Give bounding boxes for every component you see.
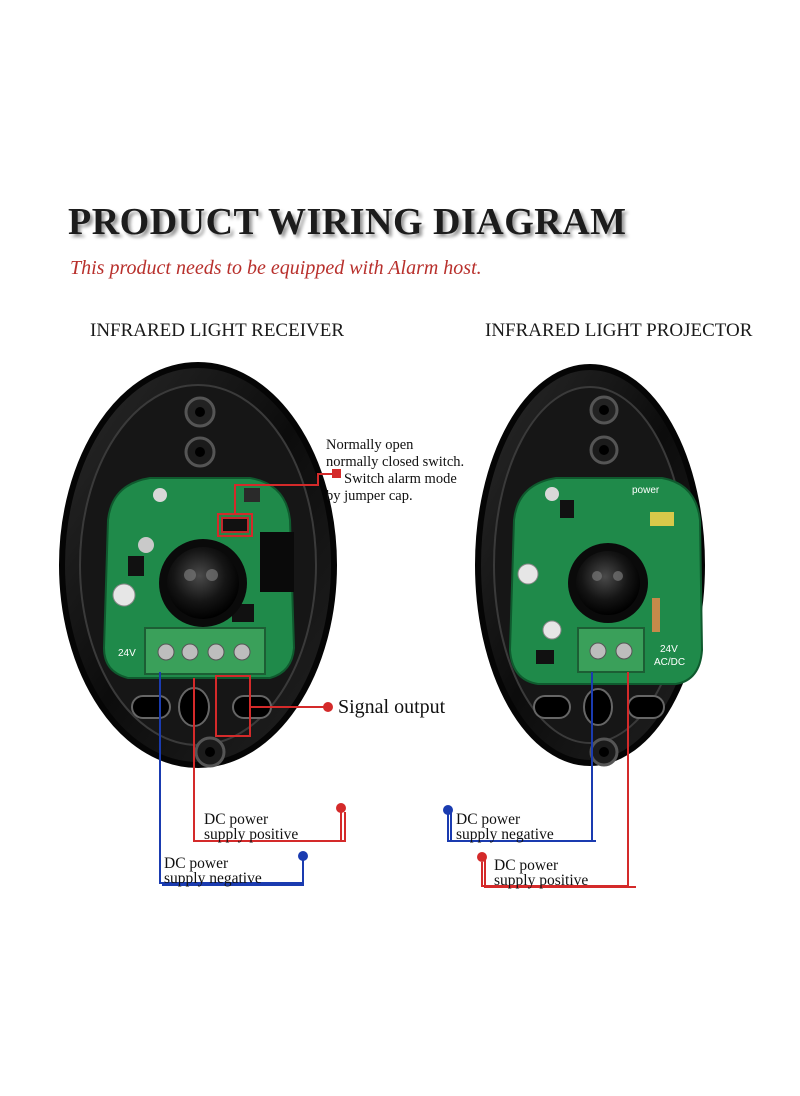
projector-positive-line-1: DC power [494, 857, 559, 874]
page-title: PRODUCT WIRING DIAGRAM [68, 201, 627, 243]
projector-negative-box: DC power supply negative [450, 812, 596, 842]
receiver-pcb: 24V [102, 477, 296, 679]
receiver-terminal-text: 24V [118, 648, 136, 659]
projector-negative-line-1: DC power [456, 811, 521, 828]
receiver-positive-line-1: DC power [204, 811, 269, 828]
projector-negative-line-2: supply negative [456, 826, 554, 843]
page-subtitle: This product needs to be equipped with A… [70, 257, 482, 279]
receiver-positive-box: DC power supply positive [198, 812, 346, 842]
receiver-negative-line-1: DC power [164, 855, 229, 872]
projector-positive-line-2: supply positive [494, 872, 589, 889]
projector-terminal-block [577, 627, 645, 673]
receiver-label: INFRARED LIGHT RECEIVER [90, 320, 345, 341]
projector-pcb: power 24V AC/DC [508, 477, 704, 685]
receiver-signal-wire [215, 675, 333, 737]
jumper-note-line-2: normally closed switch. [326, 454, 465, 470]
projector-label: INFRARED LIGHT PROJECTOR [485, 320, 753, 341]
projector-power-text: power [632, 485, 660, 496]
receiver-negative-box: DC power supply negative [162, 856, 304, 886]
projector-acdc-text: AC/DC [654, 657, 685, 668]
projector-terminal-text: 24V [660, 644, 678, 655]
jumper-note-line-3: Switch alarm mode [344, 471, 457, 487]
receiver-positive-line-2: supply positive [204, 826, 299, 843]
receiver-negative-line-2: supply negative [164, 870, 262, 887]
receiver-jumper-callout [217, 469, 341, 537]
jumper-note-line-4: by jumper cap. [326, 488, 413, 504]
projector-positive-box: DC power supply positive [484, 858, 636, 888]
signal-output-label: Signal output [338, 696, 446, 718]
jumper-note-line-1: Normally open [326, 437, 414, 453]
